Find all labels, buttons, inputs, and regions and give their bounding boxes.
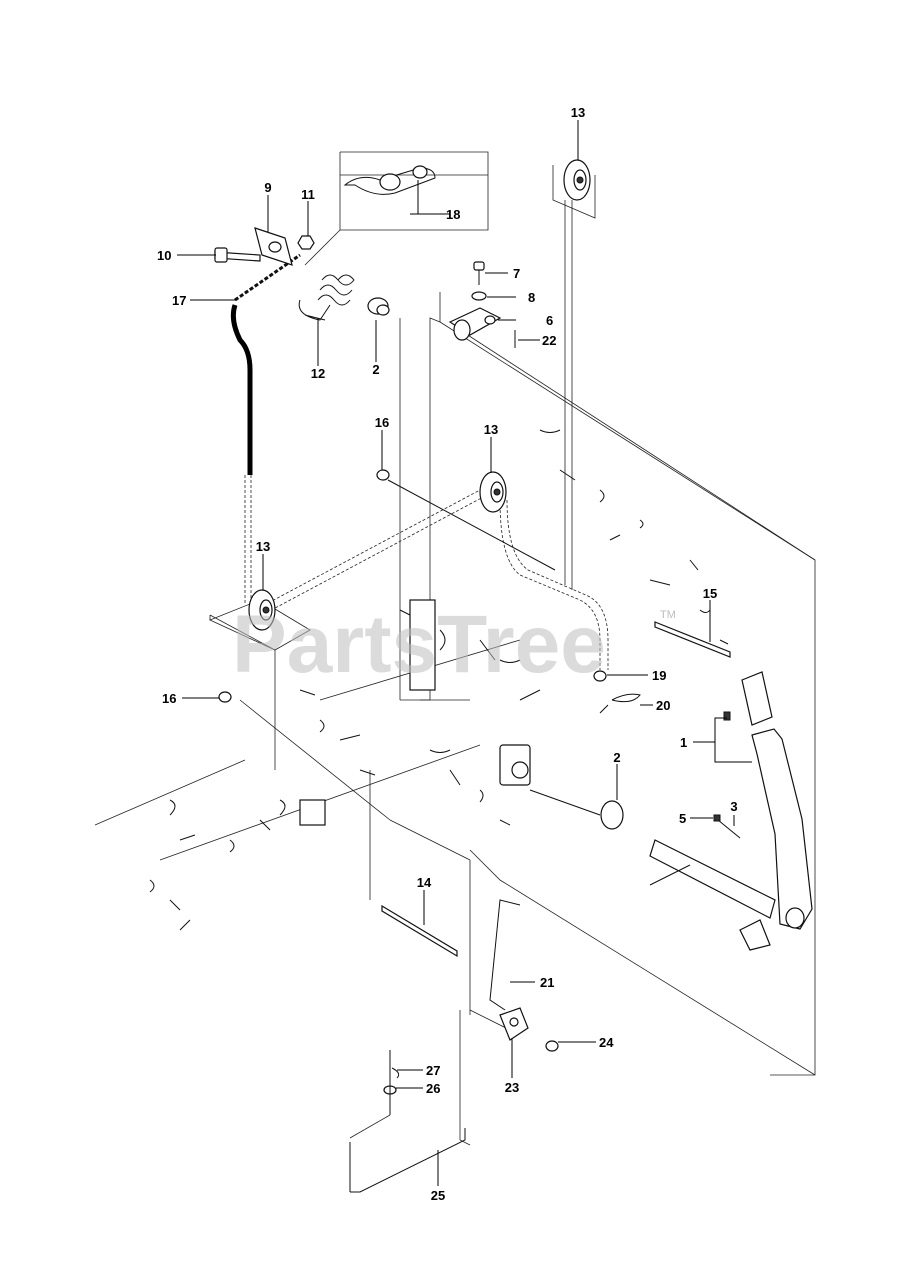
spring-12 bbox=[298, 274, 355, 321]
callout-15: 15 bbox=[703, 586, 717, 601]
callout-16-lower: 16 bbox=[162, 691, 176, 706]
callout-7: 7 bbox=[513, 266, 520, 281]
pulley-lower bbox=[248, 589, 276, 631]
callout-2-top: 2 bbox=[372, 362, 379, 377]
callouts: 13 18 9 11 10 17 12 2 7 8 6 22 16 13 13 … bbox=[157, 105, 738, 1203]
callout-24: 24 bbox=[599, 1035, 614, 1050]
chassis-sketch bbox=[149, 429, 729, 931]
pulley-top bbox=[563, 159, 591, 201]
pulley-middle bbox=[479, 471, 507, 513]
nut-16-upper bbox=[376, 469, 556, 571]
callout-23: 23 bbox=[505, 1080, 519, 1095]
callout-17: 17 bbox=[172, 293, 186, 308]
callout-9: 9 bbox=[264, 180, 271, 195]
watermark-text: PartsTree bbox=[232, 599, 606, 690]
rod-14 bbox=[381, 904, 458, 958]
callout-13-top: 13 bbox=[571, 105, 585, 120]
callout-25: 25 bbox=[431, 1188, 445, 1203]
callout-22: 22 bbox=[542, 333, 556, 348]
callout-19: 19 bbox=[652, 668, 666, 683]
callout-1: 1 bbox=[680, 735, 687, 750]
callout-2-lower: 2 bbox=[613, 750, 620, 765]
callout-27: 27 bbox=[426, 1063, 440, 1078]
inset-detail-18 bbox=[304, 151, 489, 266]
cable-17 bbox=[230, 253, 301, 475]
callout-13-middle: 13 bbox=[484, 422, 498, 437]
nut-16-lower bbox=[218, 691, 232, 703]
callout-8: 8 bbox=[528, 290, 535, 305]
callout-21: 21 bbox=[540, 975, 554, 990]
callout-20: 20 bbox=[656, 698, 670, 713]
callout-18: 18 bbox=[446, 207, 460, 222]
linkage-21 bbox=[489, 899, 559, 1052]
callout-26: 26 bbox=[426, 1081, 440, 1096]
lever-1 bbox=[723, 671, 813, 951]
bracket-9-assembly bbox=[214, 227, 315, 266]
callout-16-upper: 16 bbox=[375, 415, 389, 430]
watermark-tm: TM bbox=[660, 609, 676, 621]
frame-outlines bbox=[94, 165, 816, 1146]
spacer-19 bbox=[593, 670, 607, 682]
bushing-2-top bbox=[367, 297, 390, 316]
callout-5: 5 bbox=[679, 811, 686, 826]
callout-6: 6 bbox=[546, 313, 553, 328]
shaft-assembly bbox=[529, 789, 776, 919]
cable-routing bbox=[244, 475, 609, 670]
callout-3: 3 bbox=[730, 799, 737, 814]
cotter-20 bbox=[599, 693, 641, 714]
bracket-6-assembly bbox=[448, 261, 516, 348]
callout-12: 12 bbox=[311, 366, 325, 381]
callout-13-lower: 13 bbox=[256, 539, 270, 554]
callout-11: 11 bbox=[301, 187, 315, 202]
link-rod-25 bbox=[349, 1050, 466, 1193]
callout-10: 10 bbox=[157, 248, 171, 263]
callout-14: 14 bbox=[417, 875, 432, 890]
rod-15 bbox=[654, 621, 731, 658]
leader-lines bbox=[177, 120, 752, 1186]
